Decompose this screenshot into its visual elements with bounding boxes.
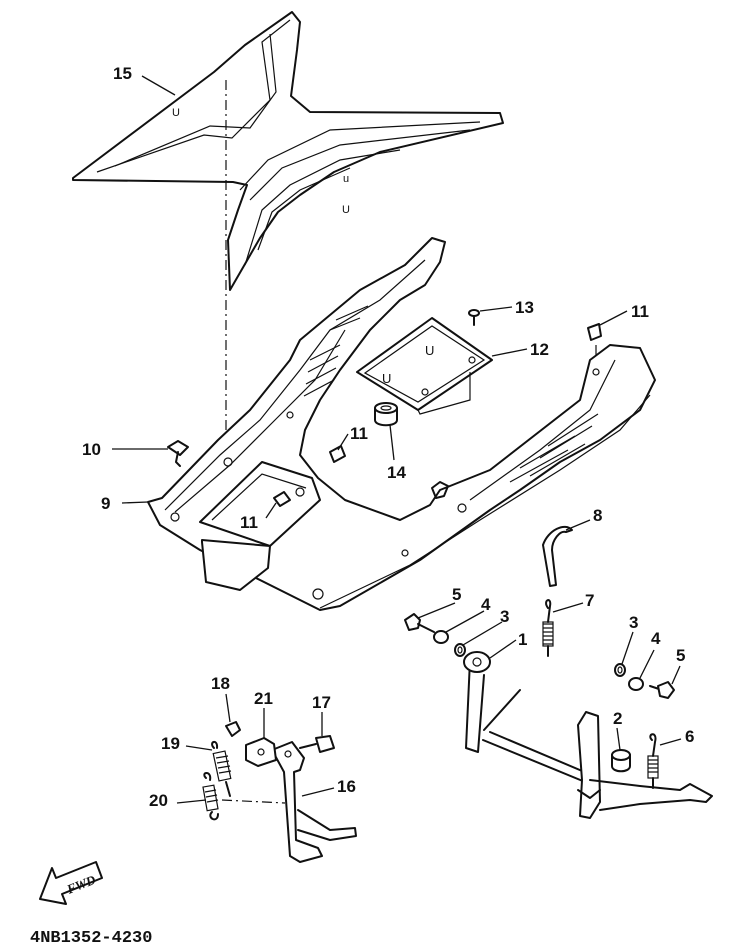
callout-15: 15 (113, 64, 132, 83)
spring-part-20 (202, 772, 286, 821)
callout-12: 12 (530, 340, 549, 359)
callout-6: 6 (685, 727, 694, 746)
nut-part-11-b (329, 445, 346, 463)
part-code: 4NB1352-4230 (30, 929, 152, 948)
callout-18: 18 (211, 674, 230, 693)
callout-labels: 15 13 11 12 10 11 14 9 11 8 5 4 3 7 1 3 … (82, 64, 694, 810)
leader-lines (112, 75, 682, 804)
callout-13: 13 (515, 298, 534, 317)
floor-mat-part-15: U U u (72, 11, 504, 291)
callout-3-left: 3 (500, 607, 509, 626)
nut-part-11-c (273, 491, 291, 507)
forward-direction-arrow-icon: FWD (39, 861, 103, 905)
callout-11-low: 11 (240, 513, 258, 532)
callout-3-right: 3 (629, 613, 638, 632)
bracket-part-8 (542, 525, 573, 587)
bolt-part-17 (299, 735, 335, 753)
svg-text:U: U (425, 343, 434, 358)
bolt-part-5-left (404, 613, 435, 633)
callout-9: 9 (101, 494, 110, 513)
callout-19: 19 (161, 734, 180, 753)
svg-text:u: u (343, 173, 349, 185)
ring-part-3-right (614, 663, 626, 677)
callout-7: 7 (585, 591, 594, 610)
footrest-board-part-9 (147, 237, 656, 611)
spring-part-7 (542, 599, 554, 657)
callout-11-top: 11 (631, 302, 649, 321)
washer-part-4-left (433, 630, 449, 644)
callout-21: 21 (254, 689, 273, 708)
screw-part-13 (468, 309, 480, 326)
lid-part-12: U U (356, 317, 493, 415)
callout-14: 14 (387, 463, 406, 482)
callout-4-left: 4 (481, 595, 491, 614)
grommet-part-14 (374, 402, 398, 427)
callout-17: 17 (312, 693, 331, 712)
clip-part-10 (167, 440, 189, 467)
nut-part-18 (225, 721, 241, 737)
spring-part-19 (211, 741, 232, 797)
bolt-part-5-right (649, 681, 675, 699)
collar-part-2 (611, 749, 631, 773)
side-stand-part-16 (245, 737, 357, 863)
svg-text:U: U (172, 107, 180, 119)
center-stand-part-1 (463, 651, 713, 819)
callout-11-mid: 11 (350, 424, 368, 443)
ring-part-3-left (454, 643, 466, 657)
svg-text:U: U (342, 204, 350, 216)
callout-4-right: 4 (651, 629, 661, 648)
callout-8: 8 (593, 506, 602, 525)
nut-part-11-a (587, 323, 602, 341)
callout-5-left: 5 (452, 585, 461, 604)
callout-10: 10 (82, 440, 101, 459)
callout-16: 16 (337, 777, 356, 796)
svg-text:U: U (382, 371, 391, 386)
callout-1: 1 (518, 630, 527, 649)
callout-20: 20 (149, 791, 168, 810)
callout-2: 2 (613, 709, 622, 728)
spring-part-6 (647, 733, 659, 789)
callout-5-right: 5 (676, 646, 685, 665)
washer-part-4-right (628, 677, 644, 691)
